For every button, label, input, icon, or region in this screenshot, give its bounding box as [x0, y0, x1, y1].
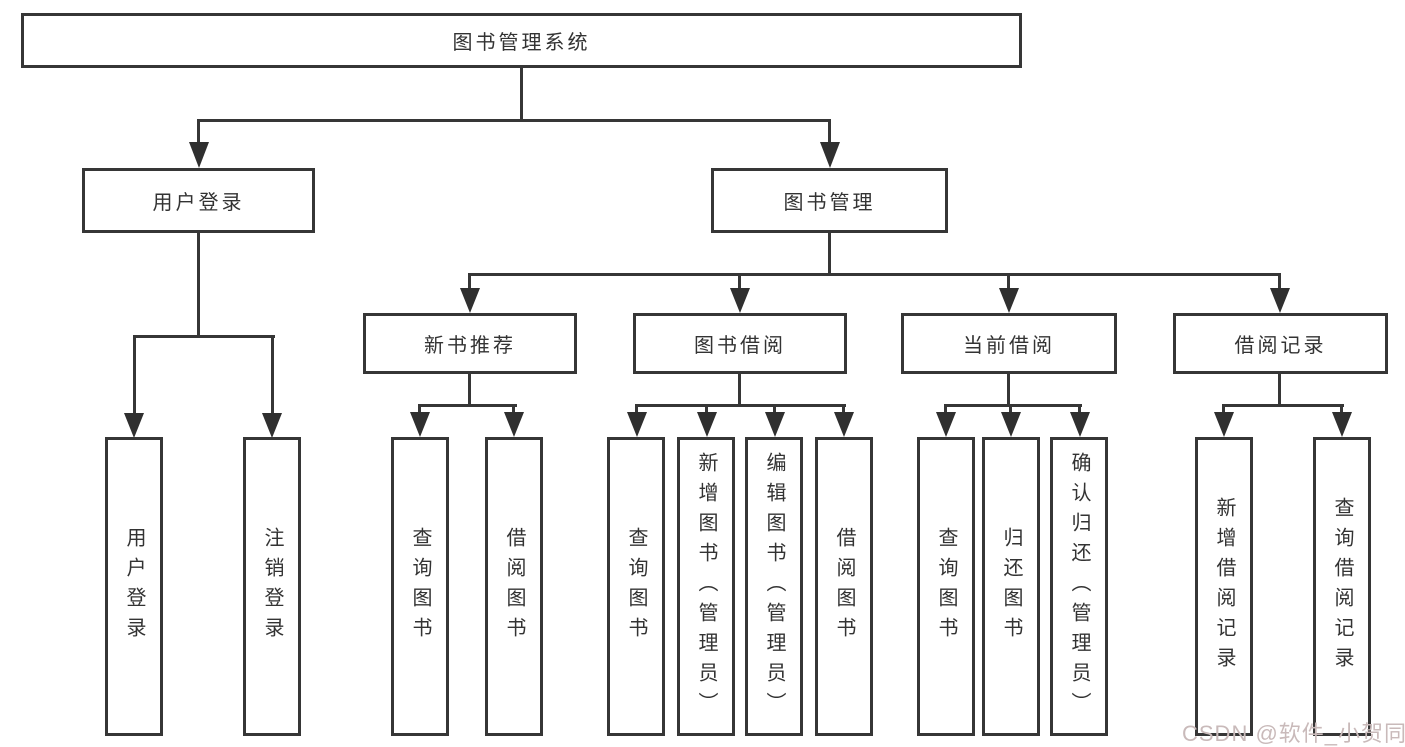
connector-borrow-drop-2 — [705, 404, 708, 414]
leaf-current-confirm-return-admin-label: 确认归还（管理员） — [1068, 451, 1090, 722]
leaf-current-confirm-return-admin: 确认归还（管理员） — [1050, 437, 1108, 736]
arrowhead-borrow-leaf-2 — [697, 412, 717, 437]
connector-mgmt-drop-3 — [1007, 273, 1010, 290]
arrowhead-current-leaf-1 — [936, 412, 956, 437]
arrowhead-current — [999, 288, 1019, 313]
connector-root-stem — [520, 68, 523, 121]
leaf-borrow-query-books-label: 查询图书 — [625, 526, 647, 647]
leaf-current-return-books-label: 归还图书 — [1000, 526, 1022, 647]
arrowhead-login-leaf-1 — [124, 413, 144, 438]
leaf-recommend-query-books-label: 查询图书 — [409, 526, 431, 647]
connector-login-drop-2 — [271, 335, 274, 415]
connector-current-drop-3 — [1078, 404, 1081, 414]
leaf-borrow-query-books: 查询图书 — [607, 437, 665, 736]
arrowhead-borrow-leaf-1 — [627, 412, 647, 437]
connector-login-stem — [197, 233, 200, 338]
arrowhead-current-leaf-3 — [1070, 412, 1090, 437]
leaf-logout-label: 注销登录 — [261, 526, 283, 647]
leaf-borrow-borrow-books-label: 借阅图书 — [833, 526, 855, 647]
arrowhead-book-mgmt — [820, 142, 840, 168]
connector-recommend-drop-1 — [418, 404, 421, 414]
connector-current-bar — [944, 404, 1082, 407]
connector-mgmt-drop-1 — [468, 273, 471, 290]
connector-recommend-stem — [468, 374, 471, 407]
node-user-login: 用户登录 — [82, 168, 315, 233]
arrowhead-borrow — [730, 288, 750, 313]
connector-current-drop-2 — [1009, 404, 1012, 414]
connector-current-stem — [1007, 374, 1010, 407]
arrowhead-records-leaf-1 — [1214, 412, 1234, 437]
arrowhead-recommend-leaf-2 — [504, 412, 524, 437]
node-root: 图书管理系统 — [21, 13, 1022, 68]
arrowhead-user-login — [189, 142, 209, 168]
leaf-current-query-books-label: 查询图书 — [935, 526, 957, 647]
arrowhead-login-leaf-2 — [262, 413, 282, 438]
node-new-book-recommend: 新书推荐 — [363, 313, 577, 374]
connector-records-drop-2 — [1340, 404, 1343, 414]
node-book-borrow: 图书借阅 — [633, 313, 847, 374]
connector-root-bar — [197, 119, 831, 122]
leaf-current-query-books: 查询图书 — [917, 437, 975, 736]
connector-login-drop-1 — [133, 335, 136, 415]
connector-records-stem — [1278, 374, 1281, 407]
leaf-recommend-borrow-books-label: 借阅图书 — [503, 526, 525, 647]
leaf-recommend-borrow-books: 借阅图书 — [485, 437, 543, 736]
connector-root-drop-right — [828, 119, 831, 144]
leaf-borrow-edit-books-admin: 编辑图书（管理员） — [745, 437, 803, 736]
arrowhead-borrow-leaf-3 — [765, 412, 785, 437]
connector-records-bar — [1222, 404, 1344, 407]
connector-mgmt-drop-2 — [738, 273, 741, 290]
connector-borrow-stem — [738, 374, 741, 407]
arrowhead-records — [1270, 288, 1290, 313]
leaf-records-add-record: 新增借阅记录 — [1195, 437, 1253, 736]
connector-records-drop-1 — [1222, 404, 1225, 414]
connector-borrow-bar — [635, 404, 846, 407]
connector-root-drop-left — [197, 119, 200, 144]
leaf-borrow-add-books-admin-label: 新增图书（管理员） — [695, 451, 717, 722]
node-borrow-records: 借阅记录 — [1173, 313, 1388, 374]
connector-current-drop-1 — [944, 404, 947, 414]
connector-mgmt-stem — [828, 233, 831, 276]
leaf-records-query-record: 查询借阅记录 — [1313, 437, 1371, 736]
connector-borrow-drop-1 — [635, 404, 638, 414]
leaf-user-login: 用户登录 — [105, 437, 163, 736]
node-book-management: 图书管理 — [711, 168, 948, 233]
arrowhead-recommend-leaf-1 — [410, 412, 430, 437]
connector-recommend-drop-2 — [512, 404, 515, 414]
leaf-borrow-edit-books-admin-label: 编辑图书（管理员） — [763, 451, 785, 722]
leaf-recommend-query-books: 查询图书 — [391, 437, 449, 736]
connector-recommend-bar — [418, 404, 517, 407]
arrowhead-recommend — [460, 288, 480, 313]
connector-mgmt-drop-4 — [1278, 273, 1281, 290]
connector-borrow-drop-4 — [842, 404, 845, 414]
connector-borrow-drop-3 — [773, 404, 776, 414]
leaf-records-query-record-label: 查询借阅记录 — [1331, 496, 1353, 677]
leaf-records-add-record-label: 新增借阅记录 — [1213, 496, 1235, 677]
arrowhead-records-leaf-2 — [1332, 412, 1352, 437]
leaf-borrow-borrow-books: 借阅图书 — [815, 437, 873, 736]
watermark-text: CSDN @软件_小贺同学 — [1182, 721, 1405, 746]
leaf-borrow-add-books-admin: 新增图书（管理员） — [677, 437, 735, 736]
connector-login-bar — [133, 335, 275, 338]
arrowhead-current-leaf-2 — [1001, 412, 1021, 437]
leaf-logout: 注销登录 — [243, 437, 301, 736]
leaf-current-return-books: 归还图书 — [982, 437, 1040, 736]
connector-mgmt-bar — [468, 273, 1281, 276]
node-current-borrow: 当前借阅 — [901, 313, 1117, 374]
leaf-user-login-label: 用户登录 — [123, 526, 145, 647]
arrowhead-borrow-leaf-4 — [834, 412, 854, 437]
